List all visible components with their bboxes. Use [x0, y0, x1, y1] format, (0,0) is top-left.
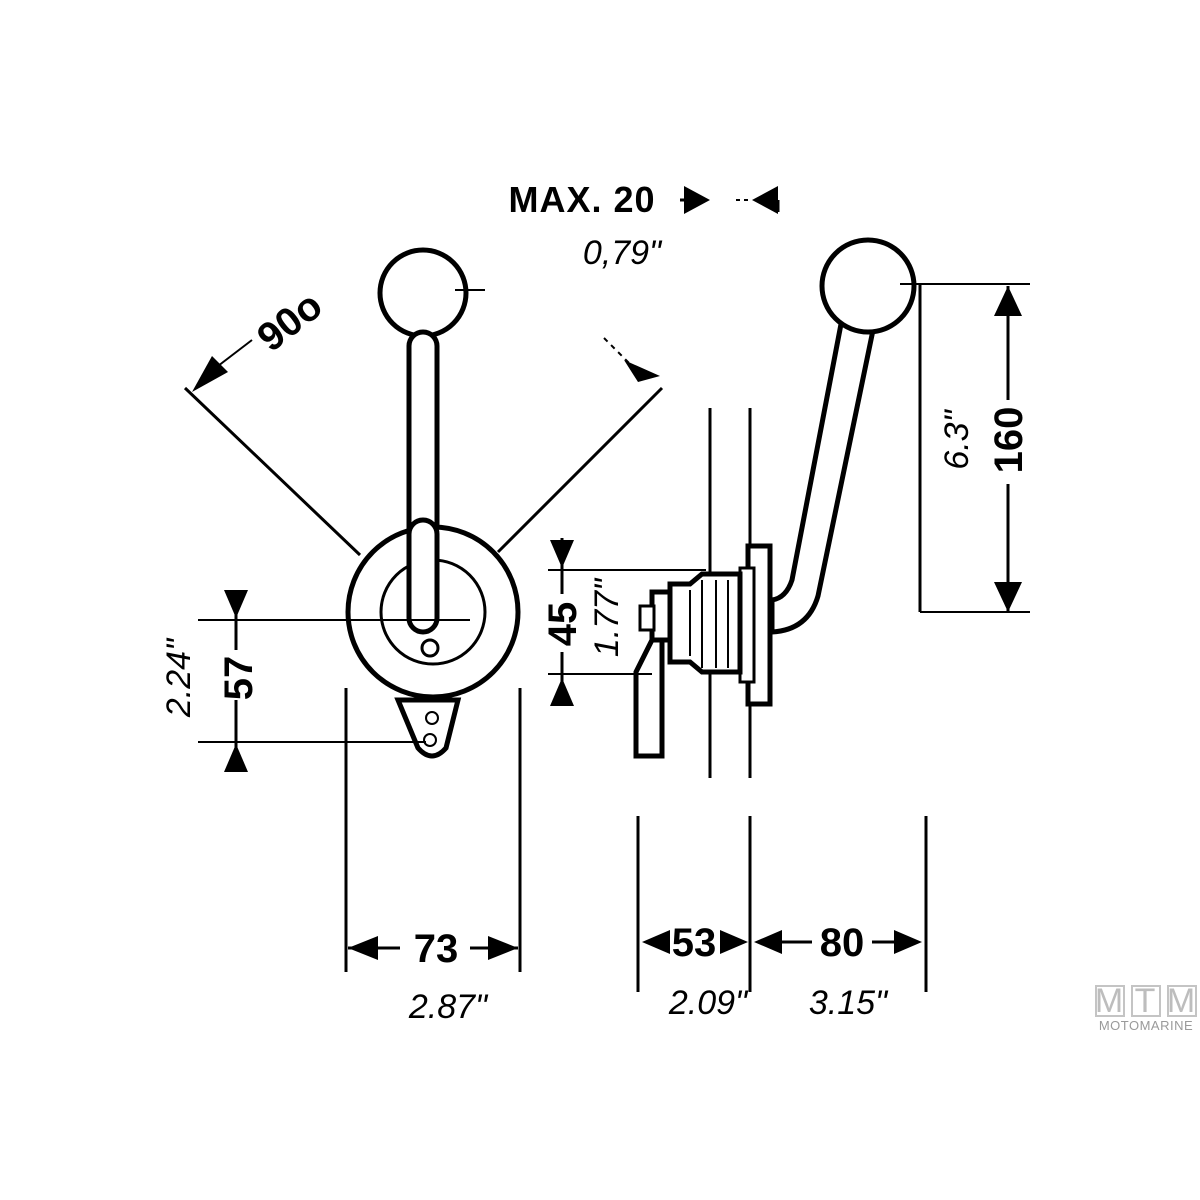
dim45-label: 45: [541, 602, 585, 647]
logo-box-t: [1131, 985, 1161, 1017]
dim57-label: 57: [217, 656, 261, 701]
dim73-arrow-right: [488, 936, 518, 960]
logo-subtitle: MOTOMARINE: [1099, 1018, 1193, 1033]
dim53-inch-label: 2.09": [668, 984, 749, 1022]
front-view: 90o 57 2.24" 73 2.87": [160, 247, 664, 1026]
dim160-arrow-top: [994, 286, 1022, 316]
max-panel-label: MAX. 20: [508, 179, 655, 220]
angle-arrow-right: [624, 360, 660, 382]
front-lever-lower: [406, 517, 440, 635]
dim45-arrow-bottom: [550, 678, 574, 706]
dim160-inch-label: 6.3": [938, 408, 976, 469]
logo-box-m1: [1095, 985, 1125, 1017]
side-lever-shaft: [769, 294, 881, 635]
side-knob: [819, 237, 917, 335]
logo-letter-m1: M: [1095, 982, 1125, 1020]
angle-line-right: [496, 386, 664, 554]
dim80-label: 80: [820, 921, 865, 965]
front-mount-hole-lower: [423, 733, 437, 747]
logo-letter-m2: M: [1167, 982, 1197, 1020]
dim73-arrow-left: [348, 936, 378, 960]
max-arrow-right: [752, 186, 778, 214]
dim80-inch-label: 3.15": [809, 984, 889, 1022]
dim57-arrow-top: [224, 590, 248, 618]
side-pivot-pin: [638, 604, 656, 632]
angle-label: 90o: [249, 283, 330, 360]
angle-line-left: [183, 386, 362, 557]
dim45-inch-label: 1.77": [588, 577, 626, 657]
max-panel-inch-label: 0,79": [583, 234, 663, 272]
dim160-label: 160: [987, 407, 1031, 474]
dim53-label: 53: [672, 921, 717, 965]
dim73-inch-label: 2.87": [408, 988, 489, 1026]
logo-box-m2: [1167, 985, 1197, 1017]
dim57-inch-label: 2.24": [160, 637, 198, 718]
logo-letter-t: T: [1135, 982, 1158, 1020]
angle-leader-left: [217, 339, 253, 367]
front-mount-tab: [394, 697, 462, 759]
dim160-arrow-bottom: [994, 582, 1022, 612]
dim53-arrow-left: [642, 930, 670, 954]
mtm-logo: M T M MOTOMARINE: [1095, 982, 1197, 1033]
angle-leader-right: [603, 337, 631, 365]
max-arrow-left: [684, 186, 710, 214]
dim57-arrow-bottom: [224, 744, 248, 772]
dim45-arrow-top: [550, 540, 574, 568]
side-view: MAX. 20 0,79" 160 6.3": [508, 179, 1031, 1022]
front-pivot-hole: [420, 638, 440, 658]
dim53-arrow-right: [720, 930, 748, 954]
side-mount-arm: [633, 637, 665, 759]
front-knob: [377, 247, 469, 339]
dim80-arrow-left: [754, 930, 782, 954]
dim73-label: 73: [414, 927, 459, 971]
side-hub-body: [667, 571, 743, 675]
front-mount-hole-upper: [425, 711, 439, 725]
dim80-arrow-right: [894, 930, 922, 954]
